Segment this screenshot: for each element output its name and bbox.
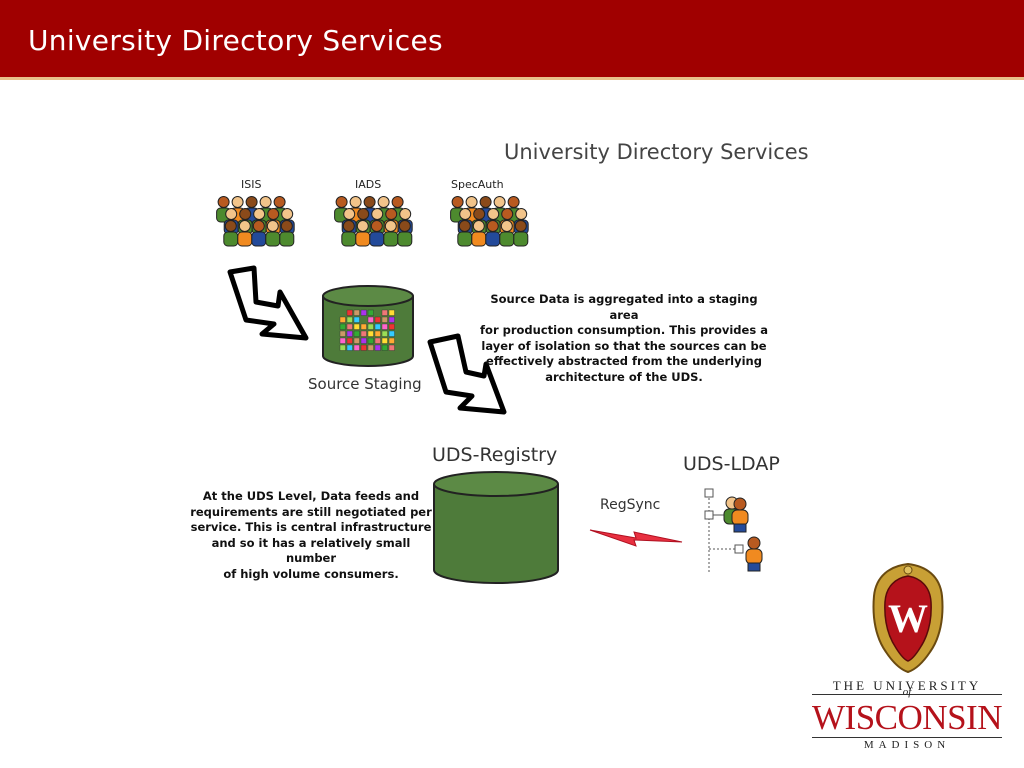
diagram-title: University Directory Services bbox=[504, 140, 809, 164]
crest-letter: W bbox=[888, 596, 928, 641]
caption-line: for production consumption. This provide… bbox=[480, 323, 768, 337]
caption-line: Source Data is aggregated into a staging… bbox=[490, 292, 758, 322]
ldap-tree-icon bbox=[704, 488, 763, 574]
curved-arrow-icon bbox=[427, 333, 507, 415]
people-group-icon bbox=[216, 196, 295, 247]
uds-ldap-label: UDS-LDAP bbox=[683, 453, 780, 475]
caption-line: of high volume consumers. bbox=[223, 566, 399, 581]
registry-caption: At the UDS Level, Data feeds and require… bbox=[190, 489, 432, 582]
caption-line: layer of isolation so that the sources c… bbox=[481, 338, 767, 353]
uds-registry-database-icon bbox=[433, 471, 559, 584]
caption-line: architecture of the UDS. bbox=[545, 369, 703, 384]
people-group-icon bbox=[334, 196, 413, 247]
regsync-label: RegSync bbox=[600, 497, 661, 513]
staging-caption: Source Data is aggregated into a staging… bbox=[474, 292, 774, 385]
logo-line-madison: MADISON bbox=[863, 739, 951, 751]
logo-divider bbox=[812, 737, 1002, 738]
people-group-icon bbox=[450, 196, 529, 247]
logo-line-university: THE UNIVERSITY bbox=[832, 678, 982, 693]
header-bar: University Directory Services bbox=[0, 0, 1024, 80]
source-staging-database-icon bbox=[322, 285, 414, 367]
caption-line: service. This is central infrastructure bbox=[190, 520, 432, 534]
caption-line: At the UDS Level, Data feeds and bbox=[202, 489, 420, 503]
caption-line: effectively abstracted from the underlyi… bbox=[486, 354, 762, 368]
source-label-iads: IADS bbox=[355, 178, 382, 191]
uds-registry-label: UDS-Registry bbox=[432, 444, 558, 466]
logo-line-wisconsin: WISCONSIN bbox=[812, 698, 1002, 737]
logo-line-of: of bbox=[902, 686, 912, 698]
source-label-isis: ISIS bbox=[241, 178, 262, 191]
caption-line: requirements are still negotiated per bbox=[190, 504, 432, 519]
source-staging-label: Source Staging bbox=[308, 375, 422, 393]
uw-crest-icon: W bbox=[872, 562, 944, 674]
lightning-bolt-icon bbox=[589, 529, 683, 547]
caption-line: and so it has a relatively small number bbox=[211, 535, 411, 566]
curved-arrow-icon bbox=[227, 265, 309, 341]
source-label-specauth: SpecAuth bbox=[451, 178, 504, 191]
page-title: University Directory Services bbox=[28, 24, 443, 57]
logo-divider bbox=[812, 694, 1002, 695]
